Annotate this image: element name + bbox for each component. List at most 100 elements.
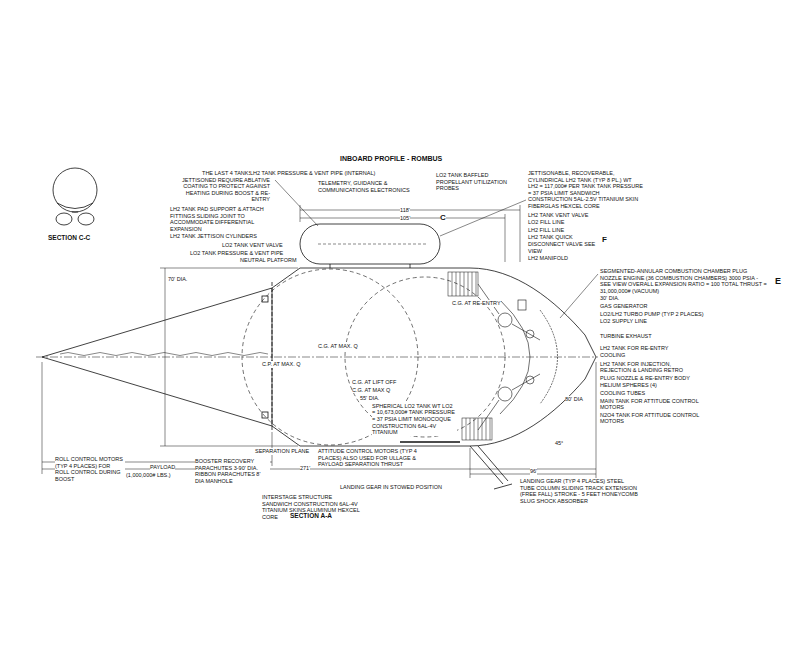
section-c-c-figure-part [56,213,72,225]
dimension-lines-part [300,210,520,211]
leader-lines-part [560,274,598,318]
section-c-c-figure-part [57,203,93,209]
section-label: SECTION A-A [290,512,332,520]
payload-cone-part [60,353,268,356]
callout-label: LH2 MANIFOLD [528,255,568,262]
payload-cone [42,288,272,426]
callout-label: TELEMETRY, GUIDANCE & COMMUNICATIONS ELE… [318,180,418,193]
leader-lines-part [440,200,526,236]
section-marker: C [440,213,446,223]
callout-label: LO2 SUPPLY LINE [600,318,647,325]
callout-note: ATTITUDE CONTROL MOTORS (TYP 4 PLACES) A… [318,448,428,468]
cg-label: C.G. AT LIFT OFF [352,379,396,386]
dimension-label: 271' [300,465,310,472]
combustion-chamber-grid-part [462,418,492,440]
engine-plumbing-part [512,324,540,340]
callout-label: LH2 FILL LINE [528,227,564,234]
callout-label: LH2 TANK JETTISON CYLINDERS [170,233,257,240]
engine-plumbing-part [526,376,534,384]
engine-plumbing-part [498,387,512,401]
landing-gear-part [400,441,460,442]
engine-plumbing-part [498,313,512,327]
callout-note: BOOSTER RECOVERY PARACHUTES 3-90' DIA. R… [195,458,270,484]
dimension-label: 105' [400,215,410,222]
callout-note: ROLL CONTROL MOTORS (TYP 4 PLACES) FOR R… [55,456,125,482]
dimension-lines-part [160,268,298,269]
callout-label: NEUTRAL PLATFORM [240,257,297,264]
payload-label: (1,000,000# LBS.) [126,472,171,479]
payload-label: PAYLOAD [150,464,175,471]
lh2-tank-part [300,224,440,264]
section-label: SECTION C-C [48,234,90,242]
payload-cone-part [262,412,268,418]
callout-label: LH2 TANK PAD SUPPORT & ATTACH FITTINGS S… [170,206,285,232]
cg-label: C.G. AT MAX. Q [318,343,358,350]
section-c-c-figure-part [53,168,97,212]
dimension-label: 55' DIA. [360,395,379,402]
combustion-chamber-grid-part [448,272,478,296]
callout-label: LH2 TANK FOR RE-ENTRY COOLING [600,345,680,358]
engine-plumbing-part [518,300,526,310]
dimension-lines-part [165,268,166,446]
dimension-lines-part [470,448,471,478]
dimension-lines-part [42,469,596,470]
angle-label: 45° [555,440,563,447]
callout-label: HELIUM SPHERES (4) [600,382,657,389]
engine-plumbing-part [478,284,499,314]
callout-label: LANDING GEAR IN STOWED POSITION [340,484,442,491]
dimension-lines-part [300,205,301,222]
dimension-lines-part [160,446,298,447]
dimension-lines-part [520,205,521,262]
section-c-c-figure [53,168,97,225]
landing-gear-part [470,446,503,484]
callout-note: SEGMENTED-ANNULAR COMBUSTION CHAMBER PLU… [600,268,770,294]
dimension-label: 118' [400,207,410,214]
cg-label: C.G. AT RE-ENTRY [452,300,501,307]
dimension-label: 30' DIA. [600,295,619,302]
callout-label: LH2 TANK VENT VALVE [528,212,588,219]
dimension-lines-part [42,362,43,474]
engine-plumbing-part [478,400,499,430]
dimension-label: 80' DIA [565,396,583,403]
dimension-lines-part [596,362,597,480]
callout-label: LO2/LH2 TURBO PUMP (TYP 2 PLACES) [600,311,704,318]
center-line [36,357,598,358]
cg-label: C.G. AT MAX Q [352,387,390,394]
view-marker: E [775,276,781,287]
callout-label: PLUG NOZZLE & RE-ENTRY BODY [600,375,690,382]
diagram-title: INBOARD PROFILE - ROMBUS [340,155,442,162]
engine-plumbing-part [540,310,558,404]
callout-note: SPHERICAL LO2 TANK WT LO2 = 10,673,000# … [372,403,457,436]
booster-body-part [272,268,596,446]
callout-label: LO2 TANK BAFFLED PROPELLANT UTILIZATION … [436,172,521,192]
lh2-tank-part [318,244,428,245]
combustion-chamber-grid-part [452,272,476,296]
cp-label: C.P. AT MAX. Q [262,361,301,368]
dimension-lines-part [505,214,506,262]
view-marker: F [602,235,607,245]
section-c-c-figure-part [78,213,94,225]
booster-body [272,268,596,446]
lh2-tank [300,224,440,268]
callout-label: LH2 TANK PRESSURE & VENT PIPE (INTERNAL) [250,170,375,177]
callout-label: COOLING TUBES [600,390,645,397]
engine-plumbing-part [512,374,540,390]
callout-label: GAS GENERATOR [600,303,647,310]
booster-body-part [272,282,273,432]
landing-gear-part [494,484,512,489]
callout-label: N2O4 TANK FOR ATTITUDE CONTROL MOTORS [600,412,700,425]
callout-label: LH2 TANK FOR INJECTION, REJECTION & LAND… [600,361,700,374]
callout-label: LO2 TANK PRESSURE & VENT PIPE [190,250,283,257]
landing-gear-part [478,446,508,481]
callout-label: MAIN TANK FOR ATTITUDE CONTROL MOTORS [600,398,700,411]
lh2-tank-part [330,264,331,268]
lo2-tank-spheres-part [345,277,505,437]
dimension-lines [42,205,596,480]
lh2-tank-part [410,264,411,268]
center-line-part [36,357,598,358]
callout-label: TURBINE EXHAUST [600,333,652,340]
callout-note: JETTISONABLE, RECOVERABLE, CYLINDRICAL L… [528,170,643,210]
callout-label: SEPARATION PLANE [255,448,309,455]
